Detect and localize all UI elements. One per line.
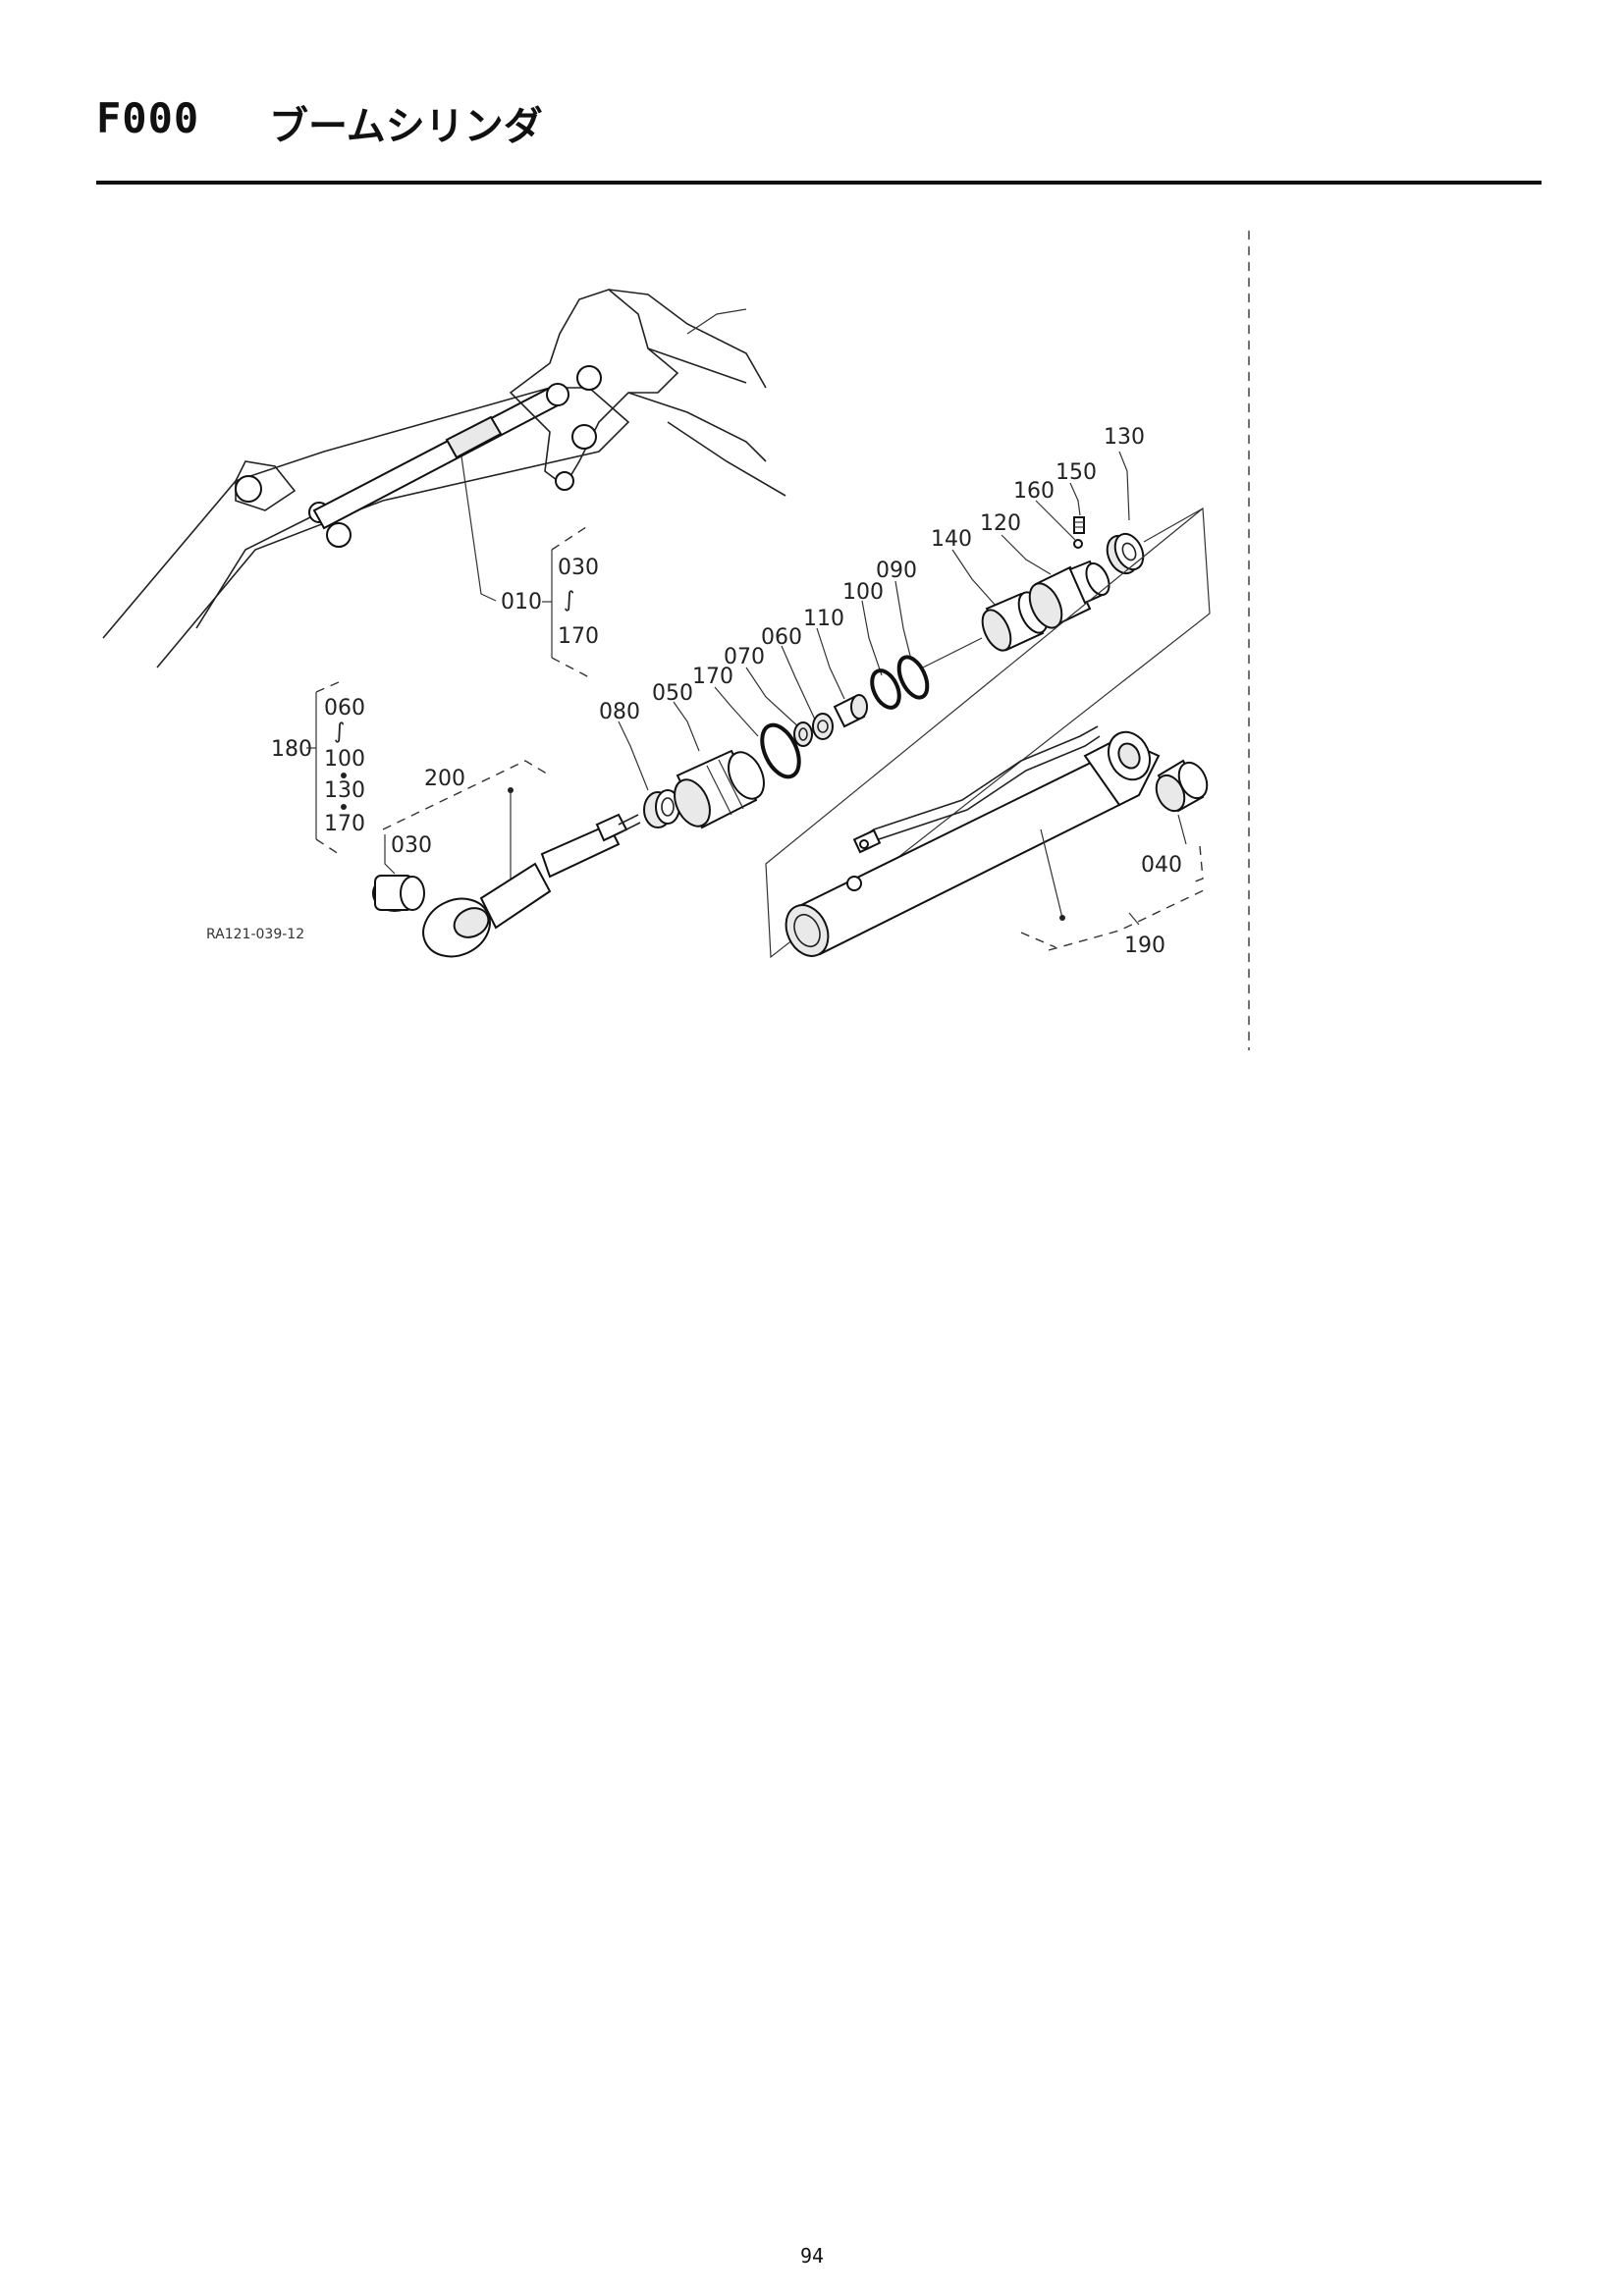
label-050: 050 — [652, 681, 693, 706]
label-100: 100 — [842, 580, 884, 605]
label-200: 200 — [424, 767, 465, 791]
part-100-ring: 100 — [842, 580, 901, 710]
header-rule — [96, 181, 1542, 185]
label-090: 090 — [876, 559, 917, 583]
svg-text:∫: ∫ — [564, 588, 574, 613]
label-120: 120 — [980, 511, 1021, 536]
part-160-ball: 160 — [1013, 479, 1083, 549]
svg-text:∫: ∫ — [334, 720, 345, 744]
label-130-kit: 130 — [324, 778, 365, 803]
diagram-reference: RA121-039-12 — [206, 927, 304, 942]
label-180: 180 — [271, 737, 312, 762]
part-170-oring: 170 — [692, 665, 801, 779]
page-header: F000 ブームシリンダ — [96, 94, 1542, 183]
section-title: ブームシリンダ — [269, 104, 543, 149]
page-number: 94 — [799, 2244, 825, 2268]
part-090-oring: 090 — [876, 559, 930, 700]
callout-010-group: 010 030 ∫ 170 — [460, 455, 599, 678]
label-030-top: 030 — [558, 556, 599, 580]
label-060-kit: 060 — [324, 696, 365, 721]
rod-assembly-200: 200 030 — [372, 760, 641, 958]
part-110-spacer: 110 — [803, 607, 868, 728]
part-080-nut: 080 — [599, 700, 680, 828]
part-150-nipple: 150 — [1056, 460, 1097, 534]
label-030-bottom: 030 — [391, 833, 432, 858]
part-050-piston: 050 — [652, 681, 765, 829]
callout-180-group: 180 060 ∫ 100 130 170 — [271, 681, 365, 855]
label-130: 130 — [1104, 425, 1145, 450]
part-190-cylinder-tube: 190 — [785, 725, 1209, 958]
part-070-ring: 070 — [724, 645, 813, 747]
label-060: 060 — [761, 625, 802, 650]
label-170-kit: 170 — [324, 812, 365, 836]
boom-assembly-sketch — [102, 289, 786, 668]
part-040-bushing: 040 — [1141, 759, 1209, 884]
label-160: 160 — [1013, 479, 1055, 504]
label-140: 140 — [931, 527, 972, 552]
label-150: 150 — [1056, 460, 1097, 485]
section-code: F000 — [96, 94, 200, 142]
label-190: 190 — [1124, 934, 1165, 958]
label-010: 010 — [501, 590, 542, 614]
label-070: 070 — [724, 645, 765, 669]
label-170-top: 170 — [558, 624, 599, 649]
part-060-ring: 060 — [761, 625, 834, 740]
label-100-kit: 100 — [324, 747, 365, 772]
tube-outline-box — [765, 507, 1211, 959]
label-110: 110 — [803, 607, 844, 631]
label-170-ring: 170 — [692, 665, 733, 689]
label-040: 040 — [1141, 853, 1182, 878]
label-080: 080 — [599, 700, 640, 724]
exploded-parts-diagram: 010 030 ∫ 170 180 060 ∫ 100 130 170 200 … — [102, 231, 1250, 1050]
part-130-seal: 130 — [1104, 425, 1145, 575]
